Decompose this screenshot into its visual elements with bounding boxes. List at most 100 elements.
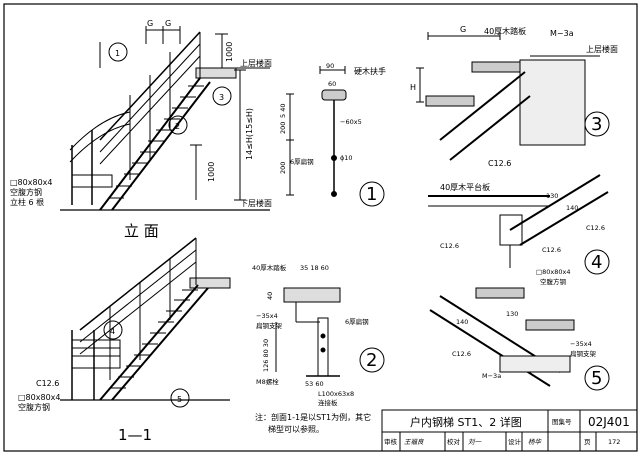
- d2-angle-line1: L100x63x8: [318, 390, 354, 398]
- platform-rail: [69, 123, 131, 163]
- review-label: 审核: [384, 437, 398, 446]
- title-block-frame: [381, 409, 638, 452]
- upper-floor-slab: [189, 277, 231, 289]
- callout-2-label: 2: [175, 122, 180, 131]
- d3-anchor: M−3a: [550, 29, 574, 38]
- dim-g2: G: [165, 19, 171, 28]
- d2-dims-vert: 126 80 30: [262, 339, 270, 372]
- channel-stringer: [519, 191, 609, 246]
- section-c126: C12.6: [36, 379, 59, 388]
- d2-bracket: 扁钢支架: [256, 321, 283, 330]
- d3-dim-g: G: [460, 25, 466, 34]
- d2-tread: 40厚木踏板: [252, 263, 287, 272]
- d1-flat-bar: −60x5: [340, 118, 362, 126]
- d1-flat-steel: 6厚扁钢: [290, 157, 314, 166]
- d1-rod: ϕ10: [340, 154, 353, 162]
- d1-dim-60: 60: [328, 80, 336, 88]
- d5-dim-140: 140: [456, 318, 468, 326]
- detail-circle: [359, 181, 385, 207]
- post-spec-line2: 空腹方钢: [10, 187, 42, 197]
- callout-5-label: 5: [177, 395, 182, 404]
- d3-upper-floor: 上层楼面: [586, 44, 618, 54]
- design-name: 杨华: [528, 438, 543, 446]
- handrail: [79, 237, 197, 331]
- callout-circle: [103, 320, 123, 340]
- d5-channel: C12.6: [452, 350, 471, 358]
- channel-stringer: [439, 71, 526, 141]
- d4-post-line1: □80x80x4: [536, 268, 571, 276]
- detail-circle: [584, 365, 610, 391]
- d2-dim-40: 40: [266, 292, 274, 300]
- d4-channel-c: C12.6: [542, 246, 561, 254]
- d4-channel-a: C12.6: [586, 224, 605, 232]
- platform: [71, 174, 113, 188]
- review-name: 王福良: [404, 438, 424, 446]
- d4-platform: 40厚木平台板: [440, 182, 490, 192]
- detail-circle: [584, 111, 610, 137]
- handrail-section: [321, 89, 347, 101]
- sheet-border: [3, 3, 638, 452]
- detail-1: [286, 66, 385, 207]
- post-spec-line3: 立柱 6 根: [10, 197, 44, 207]
- tread-section: [283, 287, 341, 303]
- d2-dims-top: 35 18 60: [300, 264, 329, 272]
- stair-treads: [110, 289, 198, 389]
- detail-4: [428, 174, 610, 275]
- dim-1000-bottom: 1000: [207, 162, 216, 182]
- tread-section: [471, 61, 521, 73]
- detail-3: [416, 32, 610, 161]
- d2-bolt: M8螺栓: [256, 377, 279, 386]
- atlas-no-label: 图集号: [552, 417, 572, 426]
- handrail-rail: [79, 261, 197, 355]
- drawing-title: 户内钢梯 ST1、2 详图: [410, 415, 522, 429]
- floor-slab: [499, 355, 571, 373]
- title-block: [381, 409, 638, 452]
- upper-floor-label: 上层楼面: [240, 58, 272, 68]
- rod-section: [331, 191, 337, 197]
- detail-circle: [584, 249, 610, 275]
- rod-section: [331, 155, 337, 161]
- note-line2: 梯型可以参照。: [268, 424, 324, 434]
- stair-stringer: [99, 284, 199, 401]
- d2-dims-bottom: 53 60: [305, 380, 324, 388]
- note-line1: 注：剖面1-1是以ST1为例，其它: [255, 412, 371, 422]
- d1-dim-40: 5 40: [279, 104, 287, 118]
- d1-handrail: 硬木扶手: [354, 66, 386, 76]
- d4-number: 4: [591, 252, 602, 273]
- tread-section: [425, 95, 475, 107]
- d5-dim-130: 130: [506, 310, 518, 318]
- section-post-line1: □80x80x4: [18, 393, 60, 402]
- d5-bracket: 扁钢支架: [570, 349, 597, 358]
- lower-floor-label: 下层楼面: [240, 198, 272, 208]
- check-name: 刘一: [468, 438, 482, 446]
- d2-flat: −35x4: [256, 312, 278, 320]
- d4-channel-b: C12.6: [440, 242, 459, 250]
- d3-channel: C12.6: [488, 159, 511, 168]
- dim-g1: G: [147, 19, 153, 28]
- d2-angle-line2: 连接板: [318, 398, 338, 407]
- callout-circle: [212, 86, 232, 106]
- platform-guard: [71, 339, 121, 369]
- callout-1-label: 1: [115, 49, 120, 58]
- channel-stringer: [449, 95, 531, 161]
- tread-section: [475, 287, 525, 299]
- stair-stringer: [111, 81, 211, 211]
- elevation-view: [60, 26, 270, 211]
- design-label: 设计: [508, 437, 522, 446]
- channel-stringer: [429, 309, 551, 387]
- page-no: 172: [608, 438, 620, 446]
- d1-dim-90: 90: [326, 62, 334, 70]
- callout-circle: [170, 388, 190, 408]
- floor-slab: [519, 59, 586, 146]
- d1-number: 1: [366, 184, 377, 205]
- d5-flat: −35x4: [570, 340, 592, 348]
- dim-1000-top: 1000: [225, 42, 234, 62]
- detail-5: [429, 287, 610, 391]
- d5-anchor: M−3a: [482, 372, 501, 380]
- d2-number: 2: [366, 350, 377, 371]
- detail-2: [275, 287, 385, 377]
- platform-rail: [69, 111, 131, 151]
- post-spec-line1: □80x80x4: [10, 178, 52, 187]
